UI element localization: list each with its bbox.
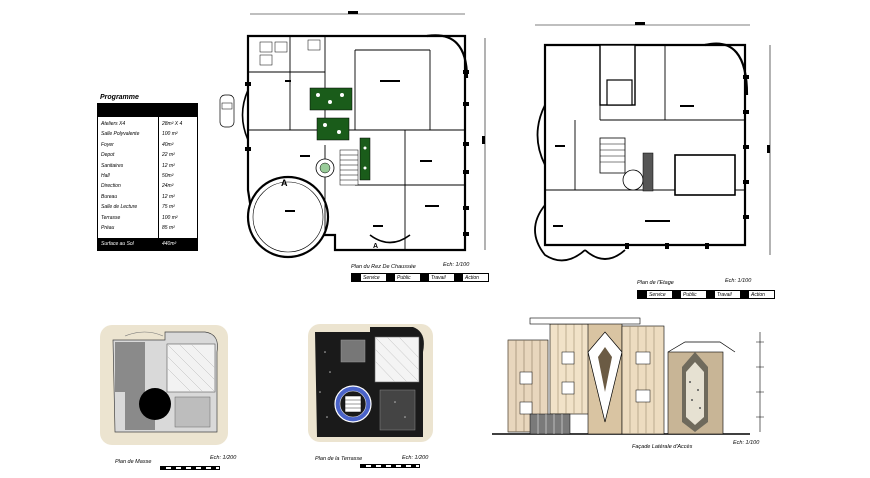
programme-row-value: 12 m² [162, 193, 175, 200]
programme-row-label: Direction [101, 183, 121, 190]
programme-table-divider [158, 117, 159, 239]
programme-title: Programme [100, 94, 139, 101]
programme-row: Ateliers X4 28m² X 4 [98, 119, 197, 129]
upper-plan-legend: Service Public Travail Action [637, 290, 775, 299]
programme-row-value: 100 m² [162, 214, 178, 221]
legend-label-public: Public [397, 275, 411, 281]
legend-label-service: Service [649, 292, 666, 298]
terrace-plan-caption: Plan de la Terrasse [315, 456, 363, 462]
mass-plan-scale: Ech: 1/200 [210, 455, 237, 461]
programme-table: Ateliers X4 28m² X 4 Salle Polyvalente 100 … [97, 103, 198, 251]
programme-row-value: 50m² [162, 172, 174, 179]
svg-text:A: A [373, 243, 378, 250]
terrace-plan [308, 324, 433, 442]
programme-row-value: 28m² X 4 [162, 121, 183, 127]
legend-swatch-public [672, 291, 681, 298]
programme-row: Bureau 12 m² [98, 192, 197, 202]
upper-floor-plan [534, 22, 771, 262]
legend-label-service: Service [363, 275, 380, 281]
programme-row: Direction 24m² [98, 181, 197, 191]
mass-plan-scale-bar [160, 466, 220, 470]
programme-table-header [98, 104, 197, 117]
programme-row-value: 22 m² [162, 152, 175, 159]
programme-row-label: Foyer [101, 141, 114, 148]
programme-row-label: Salle de Lecture [101, 204, 138, 211]
svg-text:A: A [281, 178, 288, 188]
programme-row: Hall 50m² [98, 171, 197, 181]
programme-total-label: Surface au Sol [101, 241, 134, 247]
legend-swatch-service [638, 291, 647, 298]
programme-row-label: Préau [101, 224, 115, 231]
programme-row-value: 75 m² [162, 204, 175, 211]
programme-row-value: 100 m² [162, 131, 178, 138]
programme-row: Terrasse 100 m² [98, 213, 197, 223]
legend-swatch-public [386, 274, 395, 281]
ground-floor-plan: A A [219, 11, 486, 259]
programme-row-label: Depot [101, 152, 115, 159]
legend-label-travail: Travail [717, 292, 732, 298]
programme-total-value: 440m² [162, 241, 177, 247]
programme-row: Préau 85 m² [98, 223, 197, 233]
upper-plan-scale: Ech: 1/100 [725, 278, 752, 284]
legend-swatch-travail [706, 291, 715, 298]
programme-row: Depot 22 m² [98, 150, 197, 160]
ground-plan-scale: Ech: 1/100 [443, 262, 470, 268]
terrace-plan-scale: Ech: 1/200 [402, 455, 429, 461]
facade-caption: Façade Latérale d'Accès [632, 444, 693, 450]
programme-row: Sanitaires 12 m² [98, 161, 197, 171]
legend-swatch-action [740, 291, 749, 298]
programme-row-label: Ateliers X4 [101, 121, 126, 127]
programme-row-value: 85 m² [162, 224, 175, 231]
mass-plan-caption: Plan de Masse [115, 459, 152, 465]
legend-swatch-action [454, 274, 463, 281]
programme-row-label: Hall [101, 172, 110, 179]
legend-label-travail: Travail [431, 275, 446, 281]
programme-rows: Ateliers X4 28m² X 4 Salle Polyvalente 100 … [98, 119, 197, 233]
legend-label-public: Public [683, 292, 697, 298]
programme-row-value: 40m² [162, 141, 174, 148]
programme-row: Foyer 40m² [98, 140, 197, 150]
legend-label-action: Action [751, 292, 765, 298]
programme-row-label: Sanitaires [101, 162, 124, 169]
programme-row: Salle Polyvalente 100 m² [98, 129, 197, 139]
ground-plan-caption: Plan du Rez De Chaussée [351, 264, 416, 270]
programme-row-label: Bureau [101, 193, 118, 200]
facade-elevation [492, 317, 764, 435]
programme-row-label: Terrasse [101, 214, 121, 221]
programme-total-row: Surface au Sol 440m² [98, 238, 197, 250]
legend-swatch-service [352, 274, 361, 281]
mass-plan [100, 325, 228, 445]
facade-scale: Ech: 1/100 [733, 440, 760, 446]
terrace-plan-scale-bar [360, 464, 420, 468]
programme-row-value: 12 m² [162, 162, 175, 169]
ground-plan-legend: Service Public Travail Action [351, 273, 489, 282]
upper-plan-caption: Plan de l'Etage [637, 280, 674, 286]
legend-swatch-travail [420, 274, 429, 281]
programme-row-value: 24m² [162, 183, 174, 190]
legend-label-action: Action [465, 275, 479, 281]
programme-row: Salle de Lecture 75 m² [98, 202, 197, 212]
programme-row-label: Salle Polyvalente [101, 131, 140, 138]
